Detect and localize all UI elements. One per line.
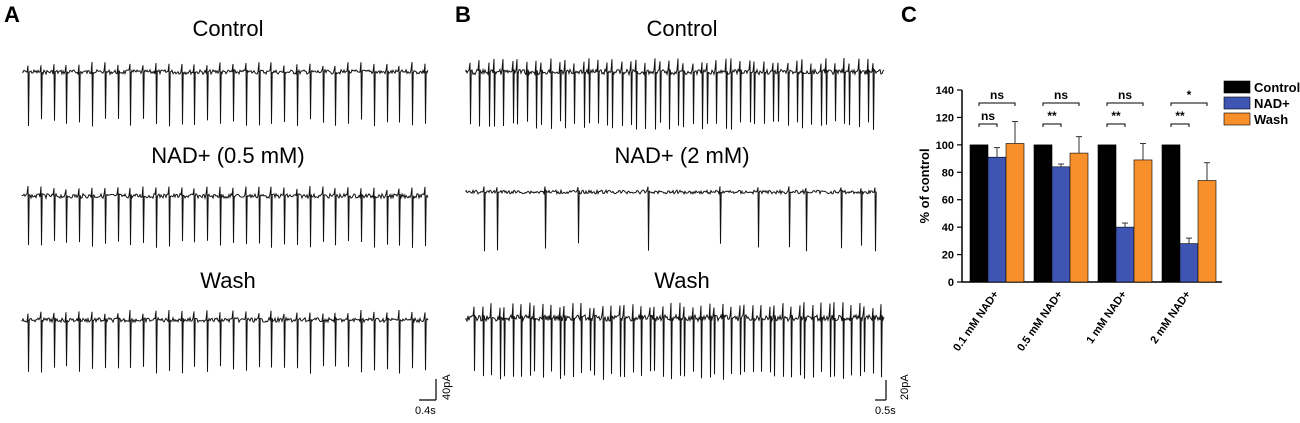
trace-a-control [21, 62, 429, 127]
y-tick-label: 40 [942, 222, 954, 234]
scale-bar-b-time: 0.5s [875, 405, 896, 417]
bar-nad-2 [1115, 226, 1135, 283]
significance-label: ** [1175, 109, 1185, 123]
trace-title-b-wash: Wash [654, 268, 710, 293]
trace-b-control [465, 57, 885, 130]
y-tick-label: 60 [942, 195, 954, 207]
legend-label: Wash [1254, 112, 1288, 127]
significance-label: ns [1118, 88, 1132, 102]
significance-bracket [1042, 123, 1062, 127]
panel-letter-a: A [4, 2, 20, 27]
x-tick-label: 1 mM NAD+ [1084, 289, 1129, 346]
significance-bracket [1042, 102, 1080, 106]
bar-nad-1 [1051, 166, 1071, 283]
bar-chart: 0 20 40 60 80 100 120 140 % of control ns ns 0.1 mM… [917, 80, 1300, 354]
significance-bracket [1106, 102, 1144, 106]
trace-title-a-nad: NAD+ (0.5 mM) [151, 143, 305, 168]
significance-label: ns [990, 88, 1004, 102]
trace-a-nad [21, 186, 429, 248]
trace-title-b-nad: NAD+ (2 mM) [614, 143, 750, 168]
significance-label: ns [981, 109, 995, 123]
y-tick-label: 140 [936, 85, 954, 97]
x-tick-label: 0.5 mM NAD+ [1015, 289, 1065, 354]
bar-wash-3 [1197, 180, 1217, 283]
trace-b-nad [465, 186, 877, 252]
bar-control-2 [1097, 144, 1117, 283]
legend-swatch [1223, 80, 1251, 94]
scale-bar-a [419, 379, 437, 401]
significance-label: * [1187, 88, 1192, 102]
scale-bar-a-time: 0.4s [415, 405, 436, 417]
x-tick-label: 2 mM NAD+ [1148, 289, 1193, 346]
bar-wash-0 [1005, 143, 1025, 283]
y-tick-label: 80 [942, 167, 954, 179]
bar-wash-1 [1069, 152, 1089, 283]
y-tick-label: 0 [948, 277, 954, 289]
significance-bracket [978, 102, 1016, 106]
trace-title-a-control: Control [192, 16, 264, 41]
bar-control-3 [1161, 144, 1181, 283]
significance-label: ** [1111, 109, 1121, 123]
significance-bracket [978, 123, 998, 127]
legend-label: NAD+ [1254, 96, 1290, 111]
panel-letter-b: B [455, 2, 471, 27]
trace-a-wash [21, 309, 429, 374]
significance-bracket [1106, 123, 1126, 127]
legend-swatch [1223, 112, 1251, 126]
trace-title-a-wash: Wash [200, 268, 256, 293]
significance-label: ns [1054, 88, 1068, 102]
trace-b-wash [465, 302, 885, 380]
y-tick-label: 120 [936, 112, 954, 124]
scale-bar-b [875, 380, 887, 401]
trace-title-b-control: Control [646, 16, 718, 41]
bar-control-1 [1033, 144, 1053, 283]
bar-control-0 [969, 144, 989, 283]
y-tick-label: 100 [936, 140, 954, 152]
panel-letter-c: C [901, 2, 917, 27]
bar-nad-3 [1179, 243, 1199, 283]
significance-label: ** [1047, 109, 1057, 123]
significance-bracket [1170, 123, 1190, 127]
electrophysiology-traces [21, 57, 885, 380]
significance-bracket [1170, 102, 1208, 106]
bar-nad-0 [987, 156, 1007, 283]
bar-wash-2 [1133, 159, 1153, 283]
scale-bar-a-amplitude: 40pA [441, 374, 453, 400]
legend-label: Control [1254, 80, 1300, 95]
y-tick-label: 20 [942, 250, 954, 262]
y-axis-label: % of control [917, 148, 932, 223]
x-tick-label: 0.1 mM NAD+ [951, 289, 1001, 354]
scale-bar-b-amplitude: 20pA [899, 374, 911, 400]
legend-swatch [1223, 96, 1251, 110]
